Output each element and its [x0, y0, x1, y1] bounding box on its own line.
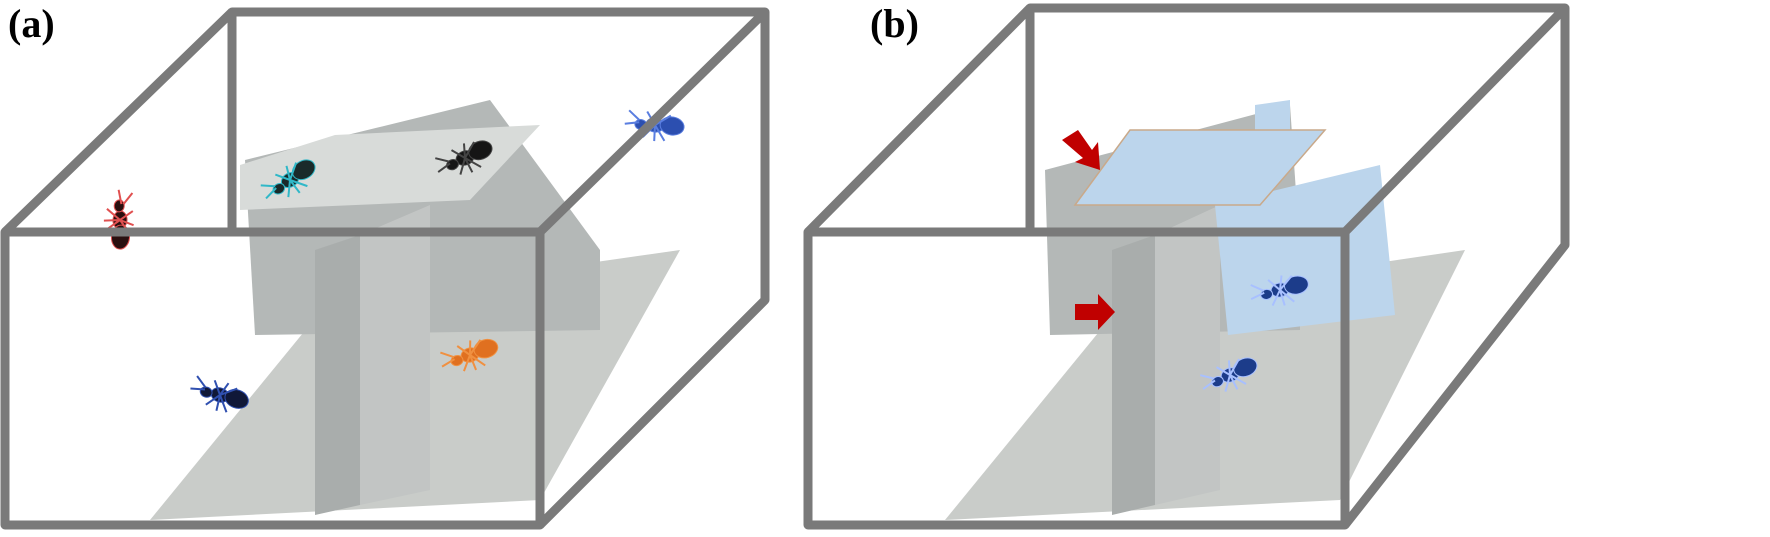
panel-b-label: (b)	[870, 1, 919, 46]
center-wall	[315, 235, 360, 515]
highlighted-back-wall	[1255, 100, 1290, 130]
top-arrow	[1062, 130, 1100, 170]
panel-b	[803, 3, 1570, 530]
highlighted-top-plate	[1073, 129, 1327, 206]
side-arrow	[1075, 294, 1115, 330]
middle-wall	[1155, 205, 1220, 505]
panel-a	[0, 7, 770, 530]
frame-box	[803, 3, 1570, 530]
middle-wall	[360, 205, 430, 505]
highlighted-side-wall	[1215, 165, 1395, 335]
panel-a-label: (a)	[8, 1, 55, 46]
center-wall	[1112, 235, 1155, 515]
red-ant	[100, 187, 138, 252]
frame-box	[0, 7, 770, 530]
